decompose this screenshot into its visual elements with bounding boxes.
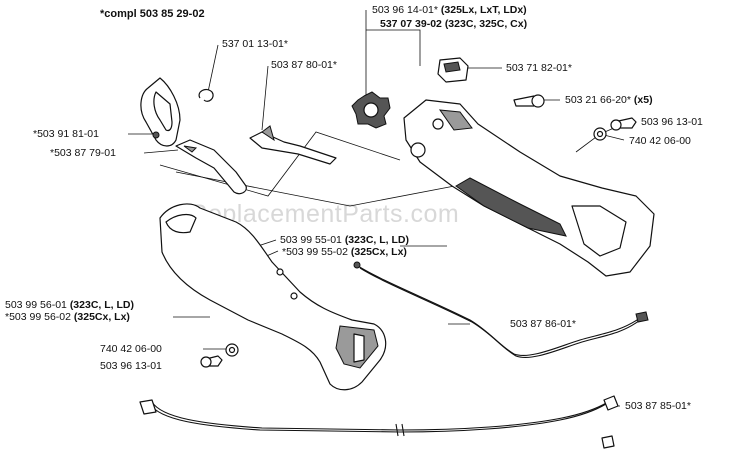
trigger-clip-drawing bbox=[140, 77, 214, 147]
model-note: (323C, L, LD) bbox=[69, 299, 134, 311]
part-label: 740 42 06-00 bbox=[100, 343, 162, 355]
part-label: *503 99 55-02 (325Cx, Lx) bbox=[282, 246, 407, 258]
model-note: (325Cx, Lx) bbox=[350, 246, 407, 258]
part-label: *503 99 56-02 (325Cx, Lx) bbox=[5, 311, 130, 323]
screw-drawing bbox=[513, 94, 545, 108]
model-note: (325Cx, Lx) bbox=[73, 311, 130, 323]
part-label: 503 99 55-01 (323C, L, LD) bbox=[280, 234, 409, 246]
part-number: 503 96 14-01* bbox=[372, 4, 438, 16]
part-label: 503 96 14-01* (325Lx, LxT, LDx) bbox=[372, 4, 527, 16]
part-label: *503 91 81-01 bbox=[33, 128, 99, 140]
left-handle-half-drawing bbox=[159, 203, 387, 391]
part-label: 503 87 85-01* bbox=[625, 400, 691, 412]
part-label: 503 96 13-01 bbox=[641, 116, 703, 128]
screw-washer-right-drawing bbox=[593, 117, 637, 141]
star-nut-drawing bbox=[351, 91, 391, 129]
part-label: 503 71 82-01* bbox=[506, 62, 572, 74]
quantity-note: (x5) bbox=[633, 94, 653, 106]
part-label: 740 42 06-00 bbox=[629, 135, 691, 147]
screw-washer-left-drawing bbox=[200, 343, 239, 368]
part-label: 503 96 13-01 bbox=[100, 360, 162, 372]
trigger-drawing bbox=[175, 125, 337, 195]
part-label: 503 99 56-01 (323C, L, LD) bbox=[5, 299, 134, 311]
ignition-cable-drawing bbox=[139, 395, 619, 449]
part-number: *503 99 56-02 bbox=[5, 311, 71, 323]
part-label: 537 07 39-02 (323C, 325C, Cx) bbox=[380, 18, 527, 30]
switch-drawing bbox=[437, 57, 469, 83]
part-label: 503 21 66-20* (x5) bbox=[565, 94, 653, 106]
part-number: *503 99 55-02 bbox=[282, 246, 348, 258]
part-label: 537 01 13-01* bbox=[222, 38, 288, 50]
assembly-title: *compl 503 85 29-02 bbox=[100, 8, 205, 20]
model-note: (325Lx, LxT, LDx) bbox=[440, 4, 527, 16]
throttle-cable-drawing bbox=[353, 261, 649, 358]
part-label: 503 87 86-01* bbox=[510, 318, 576, 330]
part-number: 503 21 66-20* bbox=[565, 94, 631, 106]
part-number: 503 99 56-01 bbox=[5, 299, 67, 311]
right-handle-half-drawing bbox=[403, 99, 655, 277]
model-note: (323C, 325C, Cx) bbox=[444, 18, 528, 30]
part-number: 503 99 55-01 bbox=[280, 234, 342, 246]
part-label: *503 87 79-01 bbox=[50, 147, 116, 159]
part-label: 503 87 80-01* bbox=[271, 59, 337, 71]
model-note: (323C, L, LD) bbox=[344, 234, 409, 246]
part-number: 537 07 39-02 bbox=[380, 18, 442, 30]
